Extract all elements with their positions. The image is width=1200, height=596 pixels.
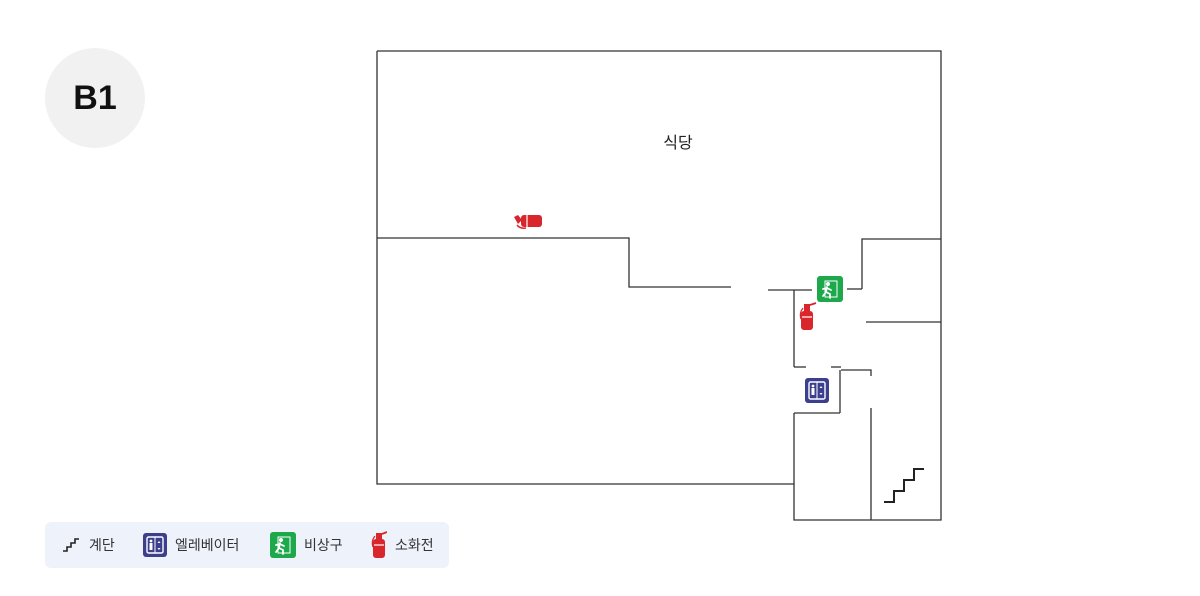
elevator-icon bbox=[805, 378, 829, 403]
room-label-cafeteria: 식당 bbox=[663, 133, 693, 152]
emergency-exit-icon bbox=[270, 532, 296, 558]
fire-extinguisher-icon bbox=[799, 302, 817, 330]
floor-badge: B1 bbox=[45, 48, 145, 148]
floor-label: B1 bbox=[73, 78, 117, 117]
emergency-exit-icon bbox=[817, 276, 843, 302]
legend-item-fire-extinguisher: 소화전 bbox=[371, 522, 434, 568]
legend-item-elevator: 엘레베이터 bbox=[143, 522, 239, 568]
stairs-icon bbox=[63, 538, 79, 552]
legend-label: 계단 bbox=[89, 538, 115, 554]
map-legend: 계단 엘레베이터 비상구 소화전 bbox=[45, 522, 449, 568]
fire-extinguisher-icon bbox=[514, 215, 542, 229]
legend-label: 엘레베이터 bbox=[175, 538, 240, 554]
legend-item-emergency-exit: 비상구 bbox=[270, 522, 343, 568]
legend-label: 비상구 bbox=[304, 538, 343, 554]
legend-item-stairs: 계단 bbox=[61, 522, 115, 568]
fire-extinguisher-icon bbox=[371, 531, 387, 558]
walls bbox=[376, 50, 942, 521]
elevator-icon bbox=[143, 533, 167, 557]
stairs-icon bbox=[884, 468, 924, 503]
legend-label: 소화전 bbox=[395, 538, 434, 554]
